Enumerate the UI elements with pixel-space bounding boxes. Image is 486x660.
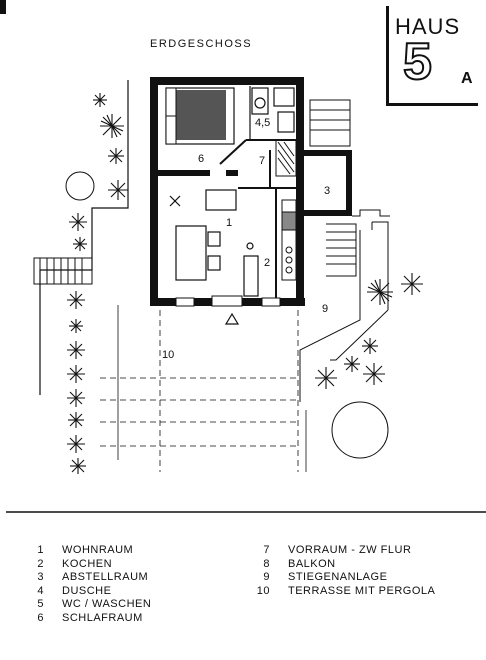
room-label-7: 7 [259, 155, 265, 167]
shrubs [67, 93, 423, 474]
room-label-1: 1 [226, 217, 232, 229]
bathroom-fixtures [249, 86, 295, 140]
room-label-6: 6 [198, 153, 204, 165]
title-suffix: A [461, 70, 473, 87]
corner-mark [0, 0, 6, 14]
interior-walls [219, 139, 296, 298]
title-number: 5 [402, 33, 433, 91]
site-boundary-left [39, 80, 129, 395]
room-label-2: 2 [264, 257, 270, 269]
room-label-4-5: 4,5 [255, 117, 270, 129]
trees [65, 171, 389, 459]
shower-hatching [275, 139, 297, 177]
pergola-dashes [100, 310, 300, 472]
floor-title: ERDGESCHOSS [150, 38, 253, 50]
room-label-9: 9 [322, 303, 328, 315]
living-furniture [169, 189, 259, 297]
left-stairs [33, 257, 93, 285]
title-block: HAUS 5 A [386, 6, 478, 106]
kitchen-counter [281, 199, 297, 281]
room-labels: 1 2 3 4,5 6 7 9 10 [162, 117, 330, 361]
room-label-3: 3 [324, 185, 330, 197]
title-haus: HAUS [395, 14, 461, 39]
right-stairs [299, 99, 390, 402]
south-windows [175, 295, 281, 307]
bed [165, 87, 235, 145]
entrance-triangle [224, 312, 240, 325]
room-label-10: 10 [162, 349, 174, 361]
